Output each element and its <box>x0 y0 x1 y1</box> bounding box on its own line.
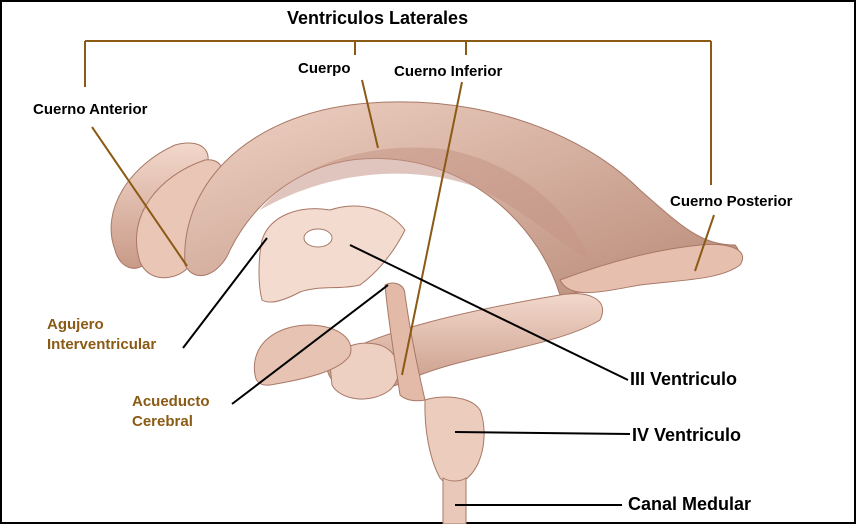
label-cuerno-anterior: Cuerno Anterior <box>33 101 147 118</box>
label-acueducto-line1: Acueducto <box>132 393 210 410</box>
label-iii-ventriculo: III Ventriculo <box>630 369 737 390</box>
label-iv-ventriculo: IV Ventriculo <box>632 425 741 446</box>
label-agujero-line2: Interventricular <box>47 336 156 353</box>
label-agujero-line1: Agujero <box>47 316 104 333</box>
fourth-ventricle-shape <box>425 397 484 484</box>
interthalamic-adhesion-shape <box>304 229 332 247</box>
label-acueducto-line2: Cerebral <box>132 413 193 430</box>
central-canal-shape <box>443 478 466 524</box>
label-canal-medular: Canal Medular <box>628 494 751 515</box>
label-cuerno-inferior: Cuerno Inferior <box>394 63 502 80</box>
label-cuerno-posterior: Cuerno Posterior <box>670 193 793 210</box>
diagram-title: Ventriculos Laterales <box>287 8 468 29</box>
label-cuerpo: Cuerpo <box>298 60 351 77</box>
